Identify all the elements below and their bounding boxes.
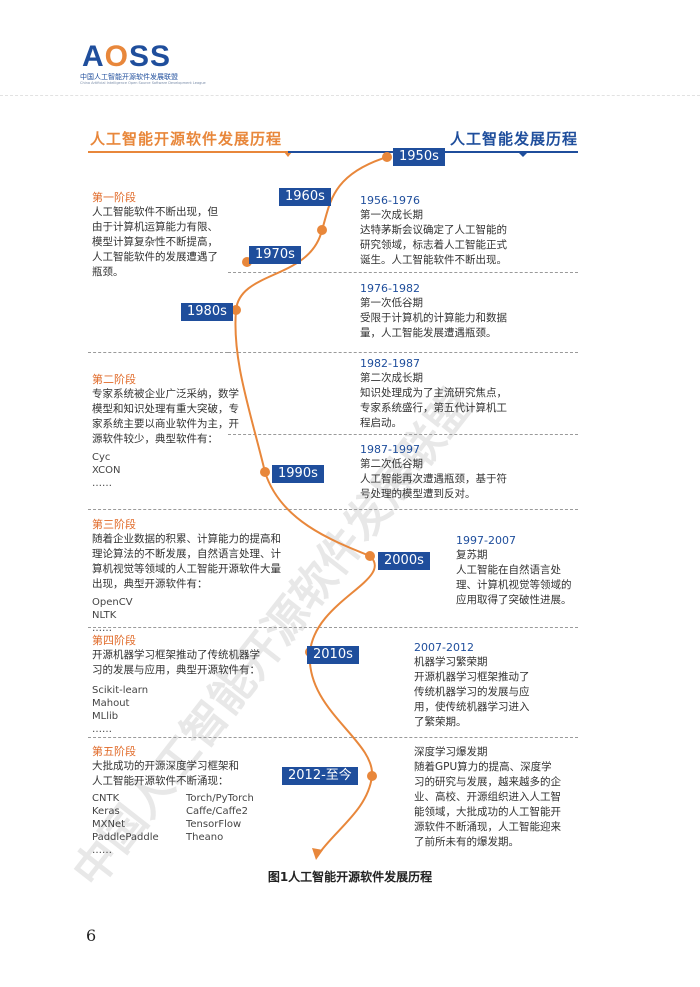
- separator: [228, 434, 578, 435]
- period-3: 1982-1987 第二次成长期知识处理成为了主流研究焦点，专家系统盛行，第五代…: [360, 356, 560, 431]
- stage-title: 第四阶段: [92, 634, 136, 647]
- period-4: 1987-1997 第二次低谷期人工智能再次遭遇瓶颈，基于符号处理的模型遭到反对…: [360, 442, 560, 502]
- separator: [228, 352, 578, 353]
- decade-2000s: 2000s: [378, 552, 430, 570]
- header-right: 人工智能发展历程: [450, 130, 579, 148]
- separator: [228, 272, 578, 273]
- logo-subtitle-en: China Artificial Intelligence Open Sourc…: [80, 81, 206, 85]
- top-rule: [0, 95, 700, 97]
- stage-1: 第一阶段 人工智能软件不断出现，但由于计算机运算能力有限、模型计算复杂性不断提高…: [92, 190, 232, 280]
- logo-subtitle: 中国人工智能开源软件发展联盟: [80, 73, 178, 81]
- period-1: 1956-1976 第一次成长期达特茅斯会议确定了人工智能的研究领域，标志着人工…: [360, 193, 560, 268]
- timeline-dot: [317, 225, 327, 235]
- decade-2010s: 2010s: [307, 646, 359, 664]
- separator: [88, 627, 578, 628]
- period-7: 深度学习爆发期随着GPU算力的提高、深度学习的研究与发展，越来越多的企业、高校、…: [414, 746, 561, 848]
- decade-1950s: 1950s: [393, 148, 445, 166]
- stage-title: 第一阶段: [92, 191, 136, 204]
- header-left: 人工智能开源软件发展历程: [90, 130, 283, 148]
- period-years: 1976-1982: [360, 282, 420, 295]
- timeline-dot: [367, 771, 377, 781]
- period-6: 2007-2012 机器学习繁荣期开源机器学习框架推动了传统机器学习的发展与应用…: [414, 640, 574, 730]
- decade-1970s: 1970s: [249, 246, 301, 264]
- stage-title: 第二阶段: [92, 373, 136, 386]
- decade-2012-now: 2012-至今: [282, 767, 358, 785]
- timeline-dot: [365, 551, 375, 561]
- stage-3: 第三阶段 随着企业数据的积累、计算能力的提高和理论算法的不断发展，自然语言处理、…: [92, 517, 312, 635]
- separator: [88, 352, 228, 353]
- timeline-dot: [231, 305, 241, 315]
- stage-2: 第二阶段 专家系统被企业广泛采纳，数学模型和知识处理有重大突破，专家系统主要以商…: [92, 372, 262, 490]
- period-2: 1976-1982 第一次低谷期受限于计算机的计算能力和数据量，人工智能发展遭遇…: [360, 281, 560, 341]
- period-years: 1982-1987: [360, 357, 420, 370]
- logo-wordmark: AOSS: [82, 40, 172, 73]
- period-years: 2007-2012: [414, 641, 474, 654]
- period-years: 1997-2007: [456, 534, 516, 547]
- figure-caption: 图1人工智能开源软件发展历程: [267, 870, 433, 884]
- decade-1960s: 1960s: [279, 188, 331, 206]
- timeline-dot: [382, 152, 392, 162]
- period-years: 1987-1997: [360, 443, 420, 456]
- separator: [88, 509, 578, 510]
- timeline-dot: [260, 467, 270, 477]
- period-5: 1997-2007 复苏期人工智能在自然语言处理、计算机视觉等领域的应用取得了突…: [456, 533, 586, 608]
- stage-title: 第五阶段: [92, 745, 136, 758]
- page-number: 6: [86, 926, 97, 945]
- separator: [88, 737, 578, 738]
- stage-5: 第五阶段 大批成功的开源深度学习框架和人工智能开源软件不断涌现：: [92, 744, 292, 789]
- stage-title: 第三阶段: [92, 518, 136, 531]
- stage-4: 第四阶段 开源机器学习框架推动了传统机器学习的发展与应用，典型开源软件有： Sc…: [92, 633, 292, 736]
- period-years: 1956-1976: [360, 194, 420, 207]
- decade-1990s: 1990s: [272, 465, 324, 483]
- decade-1980s: 1980s: [181, 303, 233, 321]
